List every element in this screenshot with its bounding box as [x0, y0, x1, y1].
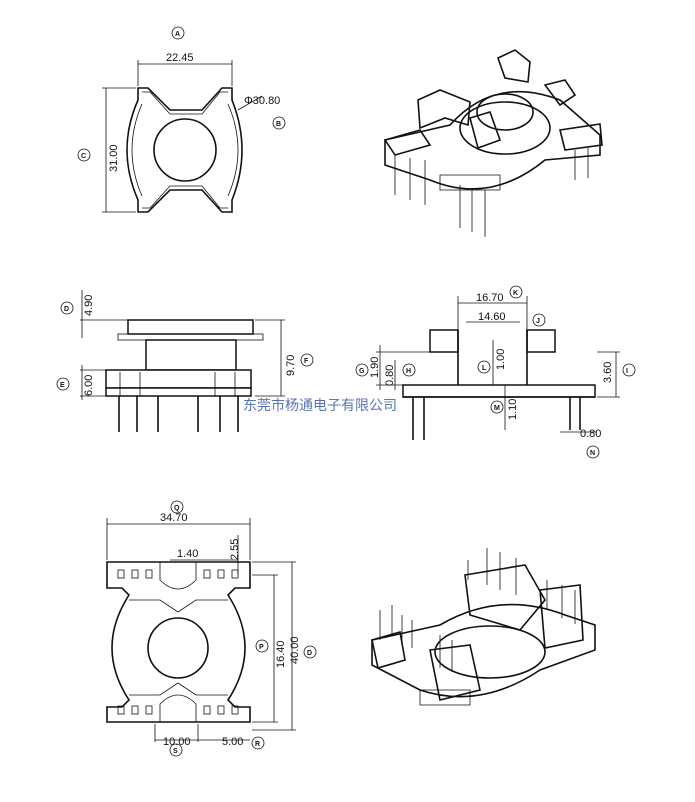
ref-K: K	[513, 290, 518, 297]
section-view: 16.70 14.60 1.90 0.80 1.00 1.10 3.60 0.8…	[355, 285, 636, 459]
ref-D-bottom: D	[307, 650, 312, 657]
ref-D-side: D	[64, 306, 69, 313]
dim-22-45: 22.45	[166, 52, 194, 64]
watermark: 东莞市杨通电子有限公司	[243, 397, 397, 414]
ref-R: R	[255, 741, 260, 748]
ref-H: H	[406, 368, 411, 375]
ref-A: A	[175, 31, 180, 38]
ref-G: G	[359, 368, 365, 375]
ref-C: C	[81, 153, 86, 160]
ref-E: E	[60, 382, 65, 389]
dim-1-90: 1.90	[369, 357, 381, 378]
dim-1-10: 1.10	[507, 399, 519, 420]
ref-P: P	[259, 644, 264, 651]
ref-M: M	[494, 405, 500, 412]
dim-0-80a: 0.80	[384, 365, 396, 386]
dim-9-70: 9.70	[285, 355, 297, 376]
ref-N: N	[590, 450, 595, 457]
ref-F: F	[304, 358, 309, 365]
dim-0-80b: 0.80	[580, 428, 601, 440]
iso-view-bottom	[371, 548, 596, 706]
dim-10-00: 10.00	[163, 736, 191, 748]
dim-3-60: 3.60	[602, 362, 614, 383]
dim-4-90: 4.90	[83, 295, 95, 316]
ref-Q: Q	[174, 505, 180, 512]
dim-34-70: 34.70	[160, 512, 188, 524]
dim-40-00: 40.00	[289, 636, 301, 664]
bottom-view: 34.70 1.40 2.55 16.40 40.00 10.00 5.00 Q…	[106, 500, 317, 757]
ref-S: S	[173, 748, 178, 755]
dim-phi-30-80: Φ30.80	[244, 95, 280, 107]
dim-14-60: 14.60	[478, 311, 506, 323]
dim-5-00: 5.00	[222, 736, 243, 748]
dim-6-00: 6.00	[83, 375, 95, 396]
dim-1-00: 1.00	[495, 349, 507, 370]
iso-view-top	[383, 49, 603, 237]
ref-J: J	[536, 318, 540, 325]
dim-16-40: 16.40	[275, 640, 287, 668]
top-view: 22.45 31.00 Φ30.80 A B C	[77, 26, 286, 213]
ref-I: I	[626, 368, 628, 375]
side-view: 4.90 6.00 9.70 D E F	[56, 290, 314, 432]
ref-L: L	[482, 365, 487, 372]
dim-31-00: 31.00	[108, 144, 120, 172]
ref-B: B	[276, 121, 281, 128]
dim-1-40: 1.40	[177, 548, 198, 560]
dim-16-70: 16.70	[476, 292, 504, 304]
dim-2-55: 2.55	[229, 539, 241, 560]
